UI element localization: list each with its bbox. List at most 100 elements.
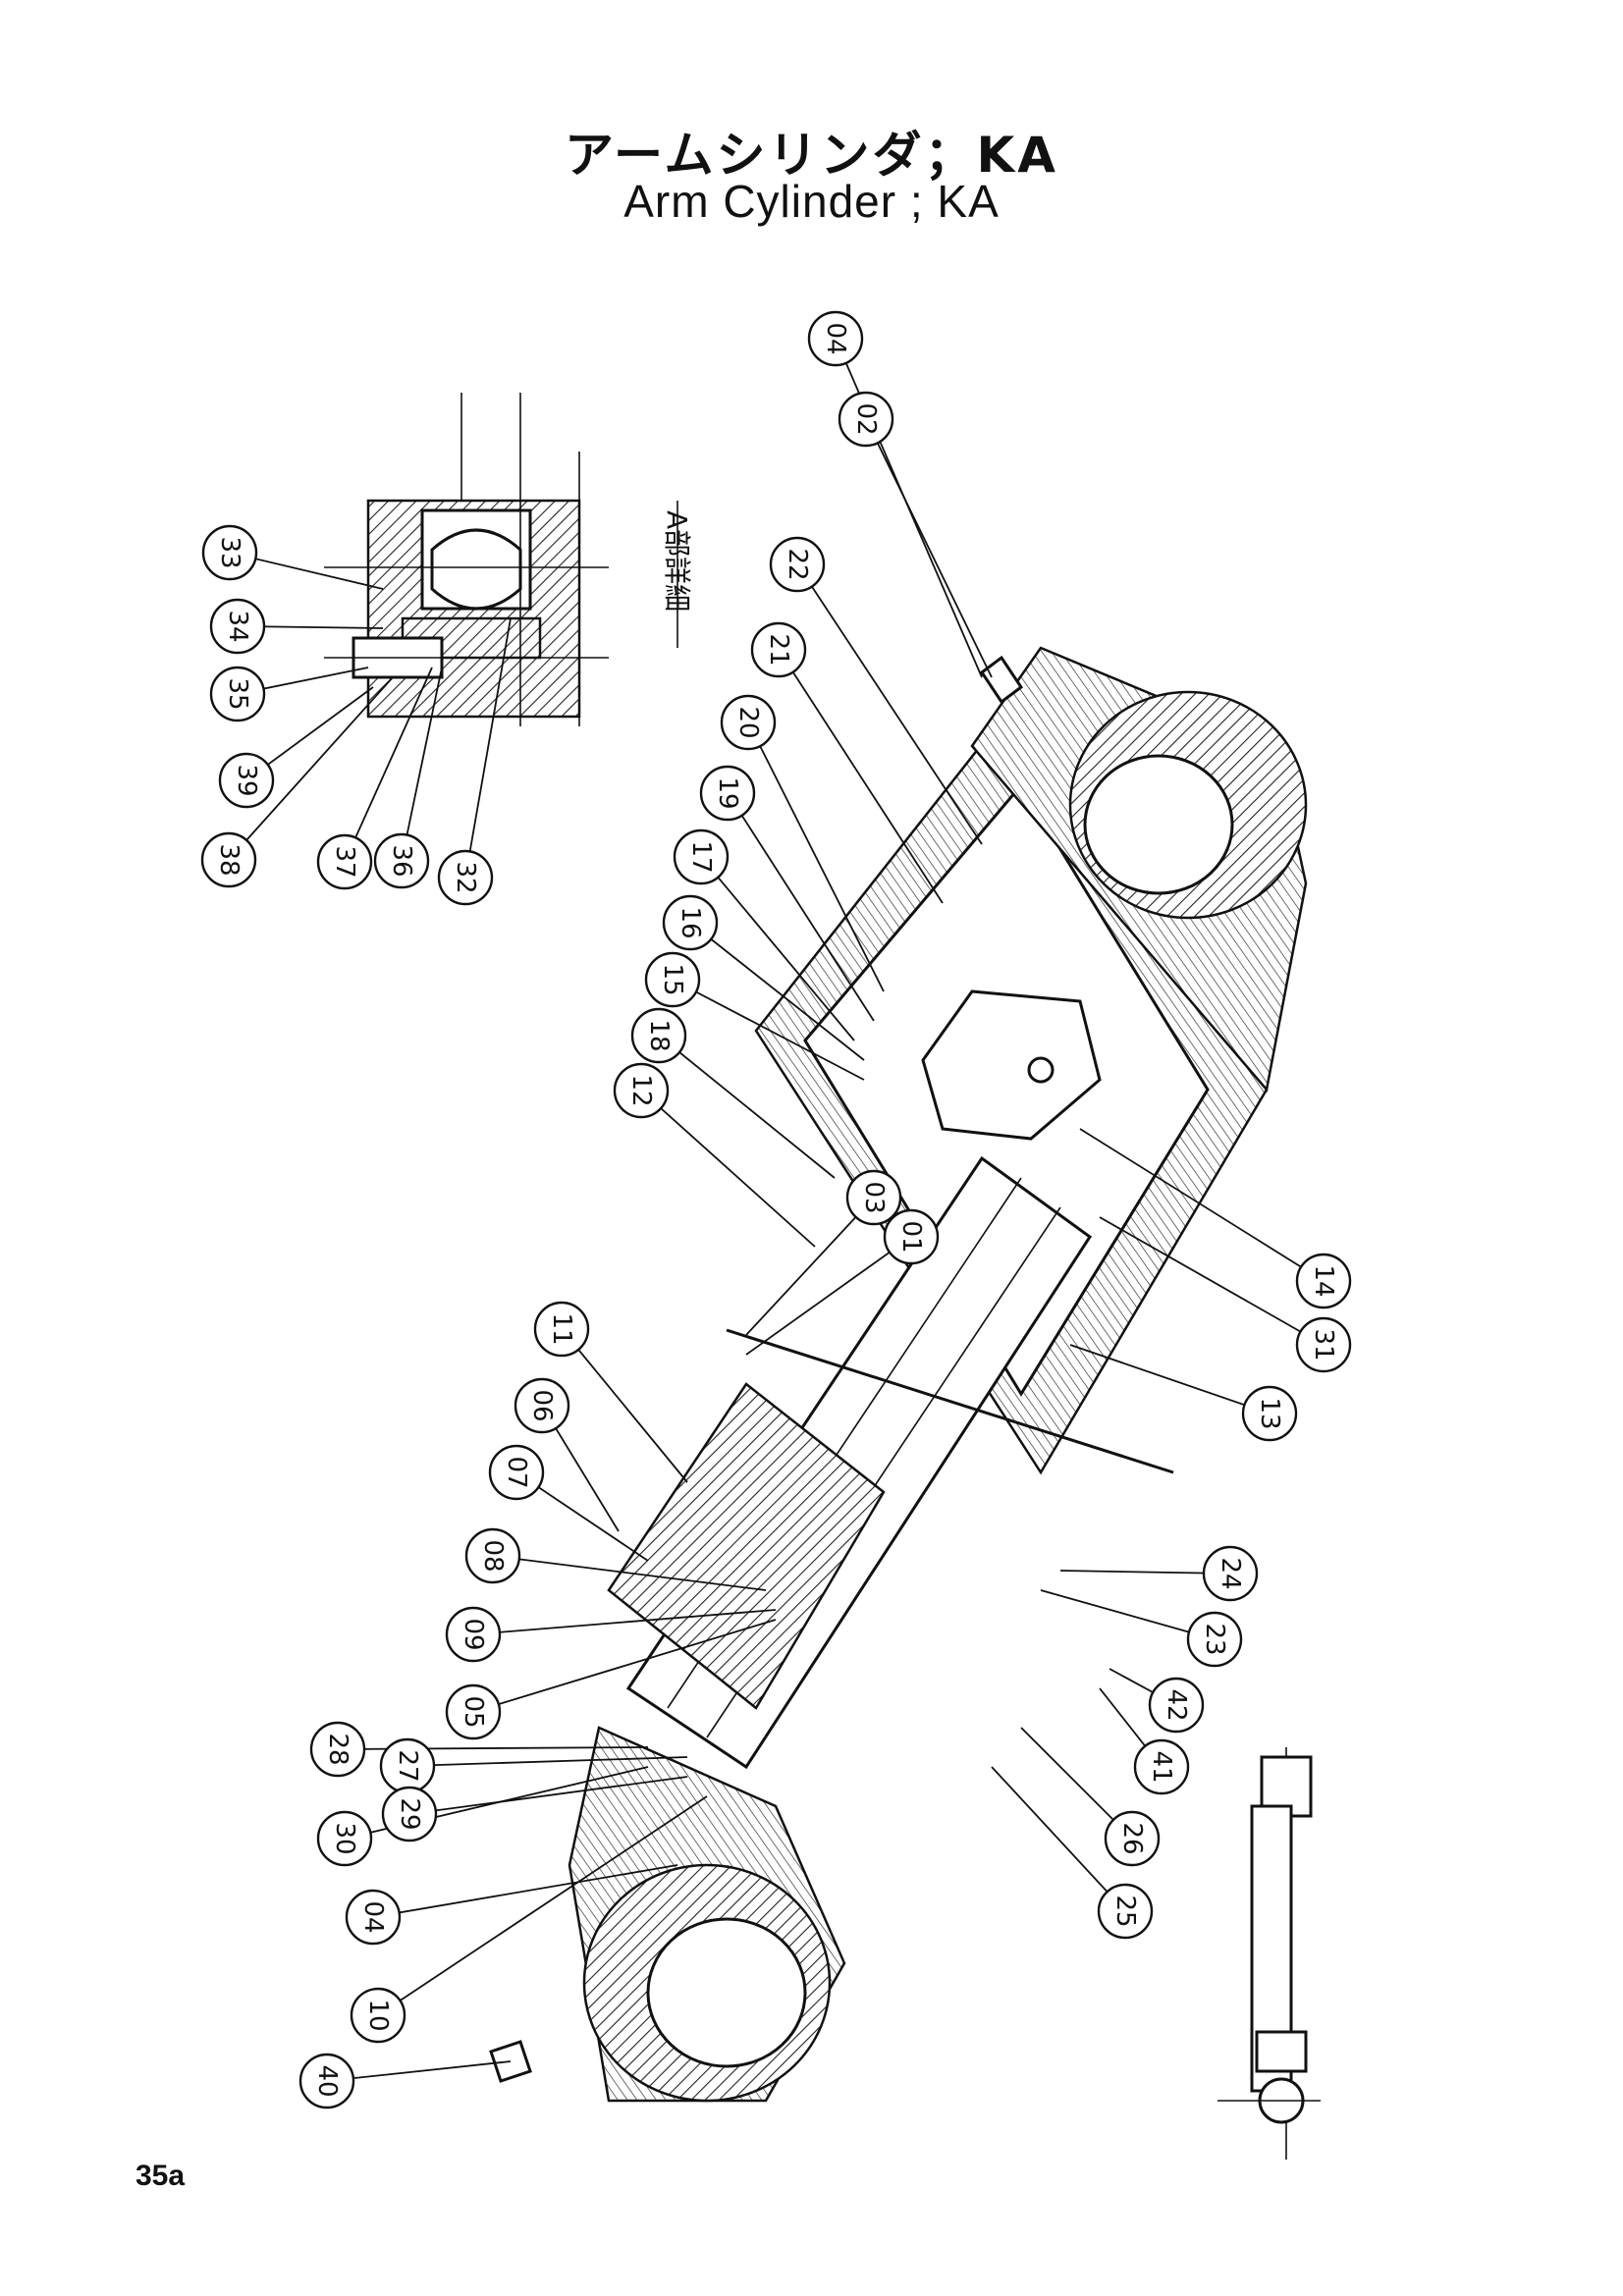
callout-31: 31 [1295, 1316, 1352, 1373]
callout-label: 04 [821, 322, 850, 354]
callout-07: 07 [488, 1444, 545, 1501]
leader-line-03 [745, 1197, 875, 1336]
callout-32: 32 [437, 849, 494, 906]
leader-line-09 [472, 1609, 777, 1635]
callout-circle [373, 832, 430, 889]
callout-label: 15 [658, 963, 687, 995]
callout-label: 40 [312, 2064, 342, 2097]
callout-14: 14 [1295, 1253, 1352, 1309]
callout-label: 14 [1309, 1264, 1338, 1297]
callout-04: 04 [345, 1889, 402, 1946]
callout-label: 41 [1147, 1750, 1176, 1783]
callout-circle [644, 951, 701, 1008]
leader-line-17 [700, 856, 855, 1041]
callout-label: 06 [527, 1389, 557, 1421]
detail-a-section [324, 393, 609, 726]
callout-42: 42 [1148, 1677, 1205, 1734]
leader-line-36 [401, 667, 443, 862]
title-english: Arm Cylinder ; KA [623, 176, 1000, 227]
callout-circle [316, 833, 373, 890]
callout-circle [445, 1683, 502, 1740]
callout-label: 01 [896, 1220, 926, 1253]
callout-label: 37 [330, 845, 359, 878]
callout-label: 33 [215, 536, 244, 568]
callout-34: 34 [209, 598, 266, 655]
leader-line-32 [464, 617, 512, 879]
callout-circle [1104, 1810, 1161, 1867]
callout-label: 04 [358, 1900, 388, 1933]
callout-label: 36 [387, 844, 416, 877]
callout-33: 33 [201, 524, 258, 581]
callout-label: 42 [1162, 1688, 1191, 1721]
callout-label: 18 [644, 1019, 674, 1051]
callout-02: 02 [838, 391, 894, 448]
callout-label: 17 [686, 840, 716, 873]
callout-circle [309, 1721, 366, 1778]
callout-circle [200, 831, 257, 888]
callout-label: 38 [214, 843, 243, 876]
callout-label: 35 [223, 677, 252, 710]
callout-09: 09 [445, 1606, 502, 1663]
leader-line-20 [747, 721, 885, 992]
leader-line-29 [408, 1776, 688, 1815]
callout-22: 22 [769, 536, 826, 593]
callout-circle [673, 828, 730, 885]
leader-line-15 [672, 979, 865, 1081]
callout-19: 19 [699, 765, 756, 822]
callout-label: 11 [547, 1312, 576, 1345]
callout-17: 17 [673, 828, 730, 885]
callout-circle [514, 1377, 570, 1434]
callout-circle [445, 1606, 502, 1663]
callout-circle [807, 310, 864, 367]
callout-label: 03 [859, 1181, 889, 1213]
callout-37: 37 [316, 833, 373, 890]
callout-label: 34 [223, 610, 252, 642]
callout-circle [1295, 1253, 1352, 1309]
title-japanese: アームシリンダ；KA [565, 127, 1058, 184]
callout-circle [1133, 1738, 1190, 1795]
cylinder-outline-view [1217, 1747, 1321, 2160]
callout-circle [1241, 1385, 1298, 1442]
callout-23: 23 [1186, 1611, 1243, 1668]
callout-circle [201, 524, 258, 581]
leader-line-21 [778, 649, 944, 904]
callout-40: 40 [298, 2053, 355, 2109]
callout-circle [437, 849, 494, 906]
leader-line-40 [326, 2060, 512, 2082]
callout-label: 39 [232, 764, 261, 796]
leader-line-04 [372, 1864, 678, 1918]
page-number: 35a [135, 2160, 186, 2192]
leader-line-38 [228, 676, 394, 861]
callout-06: 06 [514, 1377, 570, 1434]
callout-label: 21 [764, 633, 793, 666]
leader-line-11 [561, 1328, 688, 1483]
callout-circle [218, 752, 275, 809]
callout-circle [699, 765, 756, 822]
callout-circle [845, 1169, 902, 1226]
callout-label: 05 [459, 1695, 488, 1728]
callout-label: 22 [783, 548, 812, 580]
callout-circle [613, 1062, 670, 1119]
callout-circle [381, 1786, 438, 1842]
callout-circle [209, 666, 266, 722]
callout-21: 21 [750, 621, 807, 678]
leader-line-12 [640, 1090, 816, 1248]
leader-line-02 [865, 418, 993, 678]
callout-label: 24 [1216, 1557, 1245, 1589]
callout-16: 16 [662, 894, 719, 951]
leader-line-24 [1059, 1570, 1231, 1575]
callout-circle [720, 694, 777, 751]
callout-circle [1097, 1883, 1154, 1940]
callout-label: 10 [363, 1999, 393, 2031]
callout-circle [209, 598, 266, 655]
callout-label: 27 [393, 1749, 422, 1782]
leader-line-14 [1079, 1128, 1325, 1282]
callout-25: 25 [1097, 1883, 1154, 1940]
callout-circle [1295, 1316, 1352, 1373]
leader-line-16 [689, 922, 865, 1061]
callout-label: 31 [1309, 1328, 1338, 1361]
callout-39: 39 [218, 752, 275, 809]
callout-label: 08 [478, 1539, 508, 1572]
callout-label: 02 [851, 402, 881, 435]
